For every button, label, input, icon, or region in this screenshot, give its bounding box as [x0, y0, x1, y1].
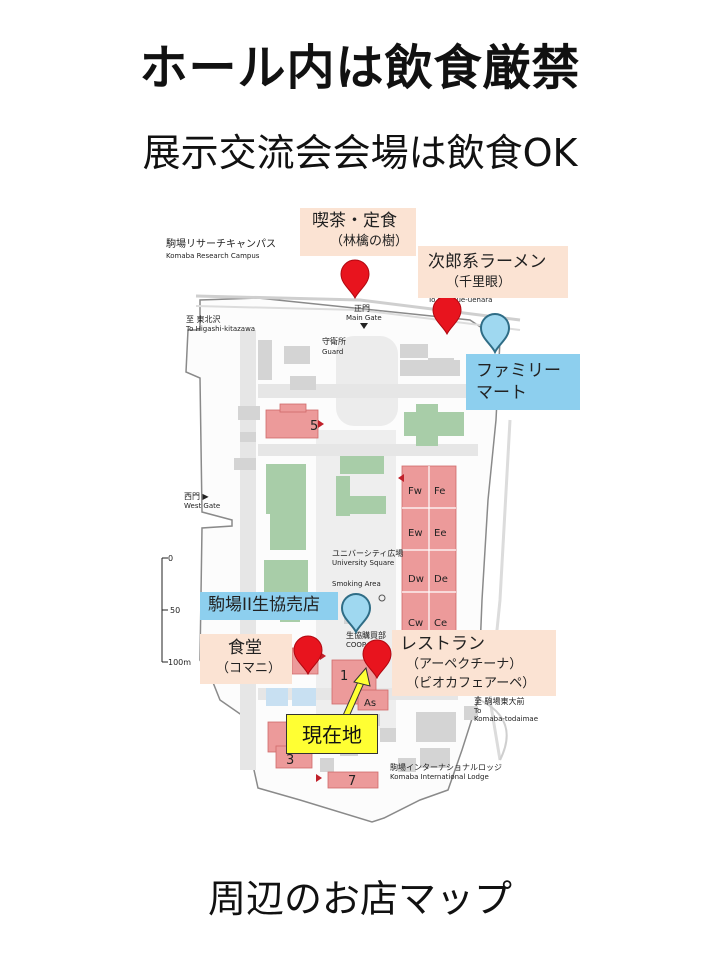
building-code: Cw: [408, 618, 423, 629]
internal-road-main: [336, 336, 398, 426]
current-location-arrow: [342, 666, 371, 718]
lodge-jp: 駒場インターナショナルロッジ: [390, 762, 502, 772]
smoking-area: Smoking Area: [332, 580, 381, 588]
road-north-2: [195, 305, 521, 331]
building-number: 1: [340, 669, 348, 684]
building-code: Ee: [434, 528, 446, 539]
smoking-area-marker: [378, 594, 386, 602]
to-higashi-en: To Higashi-kitazawa: [185, 325, 255, 333]
shop-restaurant-sub1: （アーペクチーナ）: [406, 657, 523, 672]
page-title: ホール内は飲食厳禁: [139, 40, 581, 96]
internal-road-vertical: [240, 330, 256, 770]
shop-restaurant-sub2: （ビオカフェアーペ）: [406, 676, 536, 691]
univ-square-jp: ユニバーシティ広場: [332, 548, 403, 558]
to-higashi-jp: 至 東北沢: [186, 314, 221, 324]
shop-jiro-sub: （千里眼）: [446, 275, 512, 290]
road-east-curve: [479, 699, 508, 761]
campus-name-en: Komaba Research Campus: [166, 252, 260, 260]
main-gate-en: Main Gate: [346, 314, 382, 322]
page-footer: 周辺のお店マップ: [207, 877, 512, 921]
building-code: Dw: [408, 574, 424, 585]
shop-coop-label: 駒場II生協売店: [200, 592, 338, 620]
lodge-en: Komaba International Lodge: [390, 773, 489, 781]
shop-familymart-line2: マート: [476, 383, 527, 403]
building-code: De: [434, 574, 448, 585]
west-gate-jp: 西門 ▶: [184, 492, 210, 501]
page-subtitle: 展示交流会会場は飲食OK: [142, 131, 578, 175]
shop-jiro-label: 次郎系ラーメン （千里眼）: [418, 246, 568, 298]
guard-jp: 守衛所: [322, 336, 346, 346]
to-komaba-en1: To: [473, 707, 481, 715]
pin-icon: [293, 635, 323, 676]
building-number: 3: [286, 753, 294, 768]
to-ikenoue-en: To Ikenoue-uehara: [427, 296, 492, 304]
building-code: As: [364, 698, 376, 709]
building-code: Ew: [408, 528, 423, 539]
guard-en: Guard: [322, 348, 343, 356]
scale-label: 100m: [168, 658, 191, 667]
road-north: [195, 294, 521, 322]
building-number: 7: [348, 774, 356, 789]
shop-kissa-title: 喫茶・定食: [312, 211, 397, 231]
pin-icon: [362, 639, 392, 680]
current-location-label: 現在地: [286, 714, 378, 754]
shop-restaurant-label: レストラン （アーペクチーナ） （ビオカフェアーペ）: [392, 630, 556, 696]
pin-icon: [340, 259, 370, 300]
scale-label: 0: [168, 554, 173, 563]
to-komaba-jp: 至 駒場東大前: [474, 696, 525, 706]
building-code: Fw: [408, 486, 422, 497]
shop-kissa-sub: （林檎の樹）: [330, 234, 409, 249]
main-gate-marker: [360, 323, 368, 329]
pin-icon: [340, 593, 372, 635]
shop-jiro-title: 次郎系ラーメン: [428, 252, 547, 272]
shop-restaurant-title: レストラン: [400, 634, 485, 654]
shop-shokudo-sub: （コマニ）: [216, 661, 282, 676]
pin-icon: [479, 313, 511, 355]
shop-kissa-label: 喫茶・定食 （林檎の樹）: [300, 208, 416, 256]
blue-buildings: [266, 688, 316, 706]
univ-square-en: University Square: [332, 559, 394, 567]
scale-label: 50: [170, 606, 180, 615]
scale-bar: 0 50 100m: [161, 554, 191, 667]
shop-shokudo-title: 食堂: [228, 638, 262, 658]
internal-road-horizontal-2: [258, 444, 478, 456]
campus-name-jp: 駒場リサーチキャンパス: [166, 237, 276, 250]
building-code: Fe: [434, 486, 445, 497]
west-gate-en: West Gate: [184, 502, 220, 510]
shop-coop-title: 駒場II生協売店: [208, 595, 321, 615]
building-number: 5: [310, 419, 318, 434]
shop-familymart-line1: ファミリー: [476, 361, 561, 381]
main-gate-jp: 正門: [354, 304, 370, 313]
shop-shokudo-label: 食堂 （コマニ）: [200, 634, 292, 684]
to-komaba-en2: Komaba-todaimae: [474, 715, 538, 723]
building-code: Ce: [434, 618, 447, 629]
coop-jp: 生協購買部: [346, 630, 386, 640]
shop-familymart-label: ファミリー マート: [466, 354, 580, 410]
